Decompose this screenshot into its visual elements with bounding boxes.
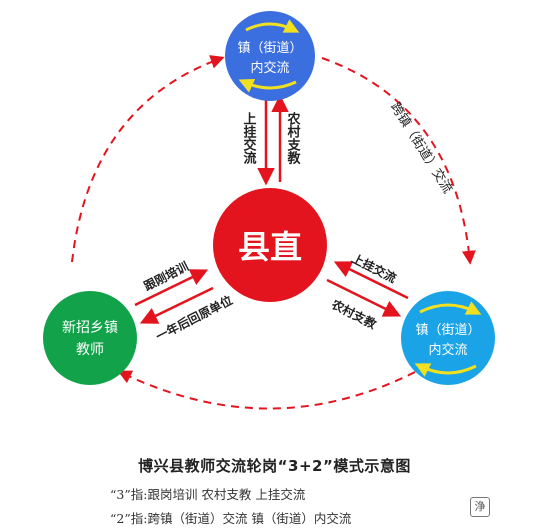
node-right-line2: 内交流	[428, 342, 467, 358]
label-left-lower: 一年后回原单位	[153, 292, 235, 344]
caption-line-2: “2”指:跨镇（街道）交流 镇（街道）内交流	[110, 511, 352, 526]
node-top-circle	[225, 11, 315, 101]
right-arrows	[326, 261, 409, 317]
arrow-right-to-center	[333, 261, 409, 300]
node-left: 新招乡镇 教师	[43, 291, 137, 385]
arrow-left-to-center	[134, 269, 209, 307]
caption-line-3: “3”指:跟岗培训 农村支教 上挂交流	[110, 487, 306, 502]
label-top-up: 农村支教	[285, 111, 302, 165]
node-top-line1: 镇（街道）	[237, 41, 302, 56]
diagram-title: 博兴县教师交流轮岗“3+2”模式示意图	[138, 457, 411, 475]
watermark-stamp: 浄	[470, 497, 490, 517]
node-center-label: 县直	[238, 228, 302, 266]
node-center: 县直	[213, 188, 327, 302]
label-outer-right: 跨镇（街道）交流	[387, 100, 456, 197]
arrow-center-to-right	[326, 278, 402, 317]
outer-cycle	[71, 55, 476, 410]
outer-arc-bottom	[117, 370, 416, 410]
label-left-upper: 跟刚培训	[141, 258, 191, 293]
node-right: 镇（街道） 内交流	[401, 291, 495, 385]
cycle-arrow-right-a	[419, 301, 482, 315]
node-right-line1: 镇（街道）	[415, 323, 480, 338]
node-left-line2: 教师	[76, 342, 104, 358]
node-left-circle	[43, 291, 137, 385]
cycle-arrow-top-b	[238, 78, 297, 93]
node-center-circle	[213, 188, 327, 302]
cycle-arrow-right-b	[414, 363, 477, 377]
cycle-arrow-top-a	[245, 19, 300, 33]
vertical-labels: 上挂交流 农村支教	[241, 111, 302, 165]
outer-arc-left	[71, 55, 225, 263]
node-top: 镇（街道） 内交流	[225, 11, 315, 101]
node-top-line2: 内交流	[250, 60, 289, 76]
label-top-down: 上挂交流	[241, 112, 257, 165]
vertical-arrows	[257, 94, 289, 186]
outer-arc-top-right	[321, 57, 476, 265]
left-arrows	[134, 269, 214, 324]
node-left-line1: 新招乡镇	[62, 320, 118, 336]
arrow-center-to-left	[139, 286, 214, 324]
